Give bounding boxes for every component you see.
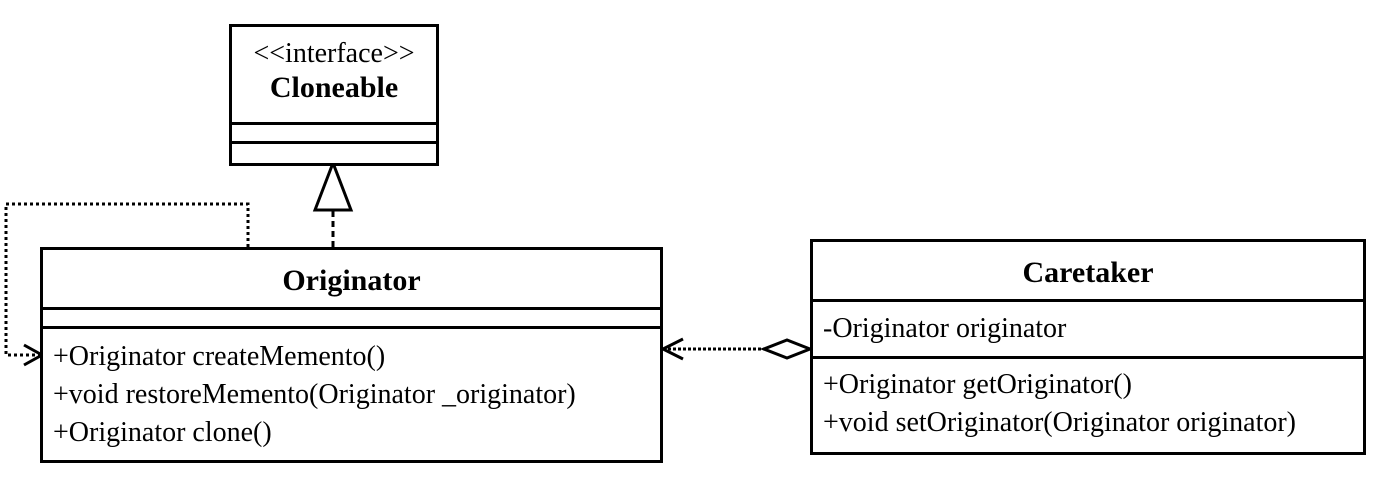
cloneable-divider-1 (232, 122, 436, 125)
cloneable-divider-2 (232, 141, 436, 144)
originator-class-box: Originator +Originator createMemento() +… (40, 247, 663, 463)
originator-divider-2 (43, 326, 660, 329)
aggregation-diamond (759, 338, 815, 360)
cloneable-class-box: <<interface>> Cloneable (229, 24, 439, 166)
originator-method: +Originator createMemento() (53, 341, 386, 372)
originator-divider-1 (43, 307, 660, 310)
originator-method: +void restoreMemento(Originator _origina… (53, 379, 576, 410)
cloneable-name: Cloneable (269, 71, 399, 104)
caretaker-method: +void setOriginator(Originator originato… (823, 407, 1297, 438)
originator-methods: +Originator createMemento() +void restor… (43, 338, 660, 452)
caretaker-name: Caretaker (1022, 256, 1154, 289)
caretaker-attribute: -Originator originator (823, 313, 1067, 344)
cloneable-stereotype: <<interface>> (253, 38, 415, 69)
caretaker-divider-2 (813, 356, 1363, 359)
realization-arrowhead (312, 158, 354, 212)
self-dependency-line (4, 202, 250, 357)
caretaker-class-box: Caretaker -Originator originator +Origin… (810, 239, 1366, 455)
originator-method: +Originator clone() (53, 417, 272, 448)
cloneable-header: <<interface>> Cloneable (232, 37, 436, 105)
caretaker-methods: +Originator getOriginator() +void setOri… (813, 366, 1363, 442)
caretaker-attributes: -Originator originator (813, 310, 1363, 348)
originator-name: Originator (282, 264, 421, 297)
caretaker-method: +Originator getOriginator() (823, 369, 1132, 400)
caretaker-divider-1 (813, 299, 1363, 302)
aggregation-arrowhead (659, 337, 684, 361)
